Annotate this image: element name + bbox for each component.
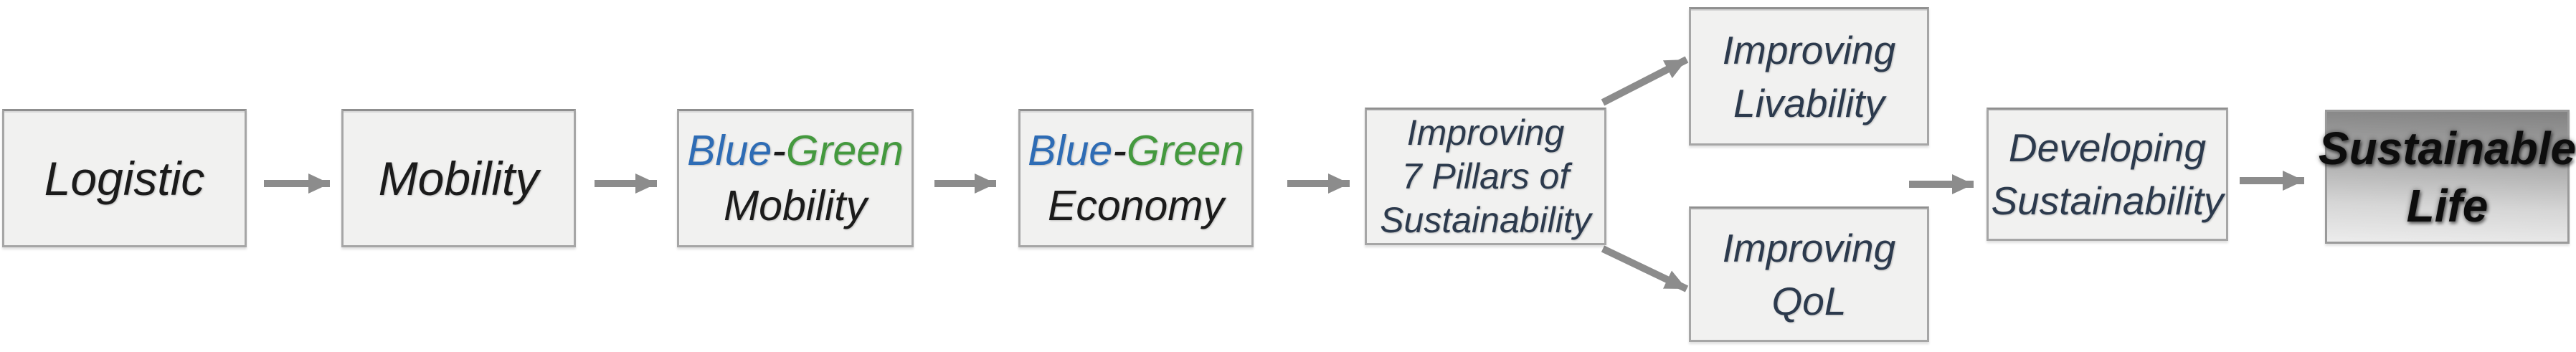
node-blue-green-economy-line1: Blue-Green <box>1028 123 1244 179</box>
node-improving-livability: Improving Livability <box>1689 7 1929 146</box>
node-blue-green-mobility-line1: Blue-Green <box>687 123 904 179</box>
node-sustainable-life: Sustainable Life <box>2319 110 2576 244</box>
node-seven-pillars-line2: 7 Pillars of <box>1401 156 1570 196</box>
node-blue-green-mobility-line2: Mobility <box>724 181 867 229</box>
arrow-pillars-to-livability <box>1601 56 1689 106</box>
node-improving-qol-line1: Improving <box>1722 225 1896 270</box>
node-logistic: Logistic <box>2 109 247 247</box>
node-sustainable-life-line1: Sustainable <box>2318 122 2576 174</box>
node-mobility: Mobility <box>341 109 576 247</box>
node-developing-sustainability-line1: Developing <box>2008 125 2207 170</box>
node-seven-pillars-line3: Sustainability <box>1380 199 1591 240</box>
node-sustainable-life-line2: Life <box>2406 179 2489 232</box>
node-developing-sustainability-line2: Sustainability <box>1991 179 2224 223</box>
node-improving-qol-line2: QoL <box>1771 278 1847 323</box>
word-blue: Blue <box>1028 126 1113 174</box>
arrow-pillars-to-qol <box>1601 245 1689 292</box>
node-improving-qol: Improving QoL <box>1689 206 1929 342</box>
word-green: Green <box>1126 126 1244 174</box>
node-seven-pillars: Improving 7 Pillars of Sustainability <box>1365 108 1606 245</box>
node-logistic-label: Logistic <box>44 151 205 205</box>
node-blue-green-economy: Blue-Green Economy <box>1018 109 1254 247</box>
word-hyphen: - <box>1112 126 1127 174</box>
node-improving-livability-line1: Improving <box>1722 27 1896 72</box>
word-green: Green <box>785 126 904 174</box>
node-blue-green-economy-line2: Economy <box>1048 181 1224 229</box>
node-improving-livability-line2: Livability <box>1733 80 1885 125</box>
node-developing-sustainability: Developing Sustainability <box>1987 108 2228 241</box>
node-blue-green-mobility: Blue-Green Mobility <box>677 109 914 247</box>
node-seven-pillars-line1: Improving <box>1406 112 1565 153</box>
node-mobility-label: Mobility <box>378 151 539 205</box>
word-blue: Blue <box>687 126 772 174</box>
word-hyphen: - <box>772 126 786 174</box>
